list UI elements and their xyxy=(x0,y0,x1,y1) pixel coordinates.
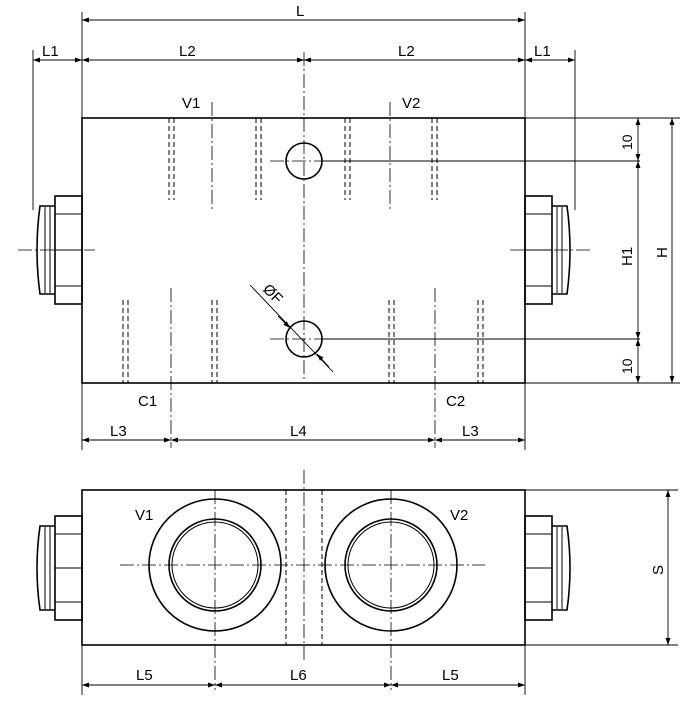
s-dimension: S xyxy=(525,489,678,646)
top-view-dimensions: L5 L6 L5 xyxy=(81,645,526,695)
label-c1: C1 xyxy=(138,393,157,410)
dim-l1-left: L1 xyxy=(42,43,59,60)
label-c2: C2 xyxy=(446,393,465,410)
front-body xyxy=(81,117,526,384)
hidden-lines-upper xyxy=(168,102,438,212)
dim-l3-right: L3 xyxy=(462,423,479,440)
left-fitting-top xyxy=(36,515,83,621)
dim-l5-right: L5 xyxy=(442,667,459,684)
dim-l4: L4 xyxy=(290,423,307,440)
dim-l: L xyxy=(296,3,304,20)
label-v1-front: V1 xyxy=(182,95,200,112)
front-bottom-dimensions: L3 L4 L3 xyxy=(81,383,526,450)
dim-h1: H1 xyxy=(619,247,636,266)
top-view: V1 V2 xyxy=(36,470,571,690)
label-v2-front: V2 xyxy=(402,95,420,112)
dim-h: H xyxy=(654,247,671,258)
top-dimensions: L L2 L2 L1 L1 xyxy=(32,3,576,210)
dim-l2-left: L2 xyxy=(179,43,196,60)
right-fitting-top xyxy=(524,515,571,621)
label-diameter-f: ØF xyxy=(259,281,286,308)
dim-l6: L6 xyxy=(290,667,307,684)
right-dimensions: 10 H1 10 H xyxy=(525,117,680,384)
dim-10-bottom: 10 xyxy=(619,358,635,374)
front-view: ØF V1 V2 C1 C2 xyxy=(18,52,640,448)
label-v1-top: V1 xyxy=(135,507,153,524)
dim-l5-left: L5 xyxy=(136,667,153,684)
dim-s: S xyxy=(650,565,667,575)
dim-l1-right: L1 xyxy=(534,43,551,60)
hidden-lines-lower xyxy=(122,288,484,448)
dim-l3-left: L3 xyxy=(110,423,127,440)
dim-l2-right: L2 xyxy=(398,43,415,60)
dim-10-top: 10 xyxy=(619,134,635,150)
label-v2-top: V2 xyxy=(450,507,468,524)
